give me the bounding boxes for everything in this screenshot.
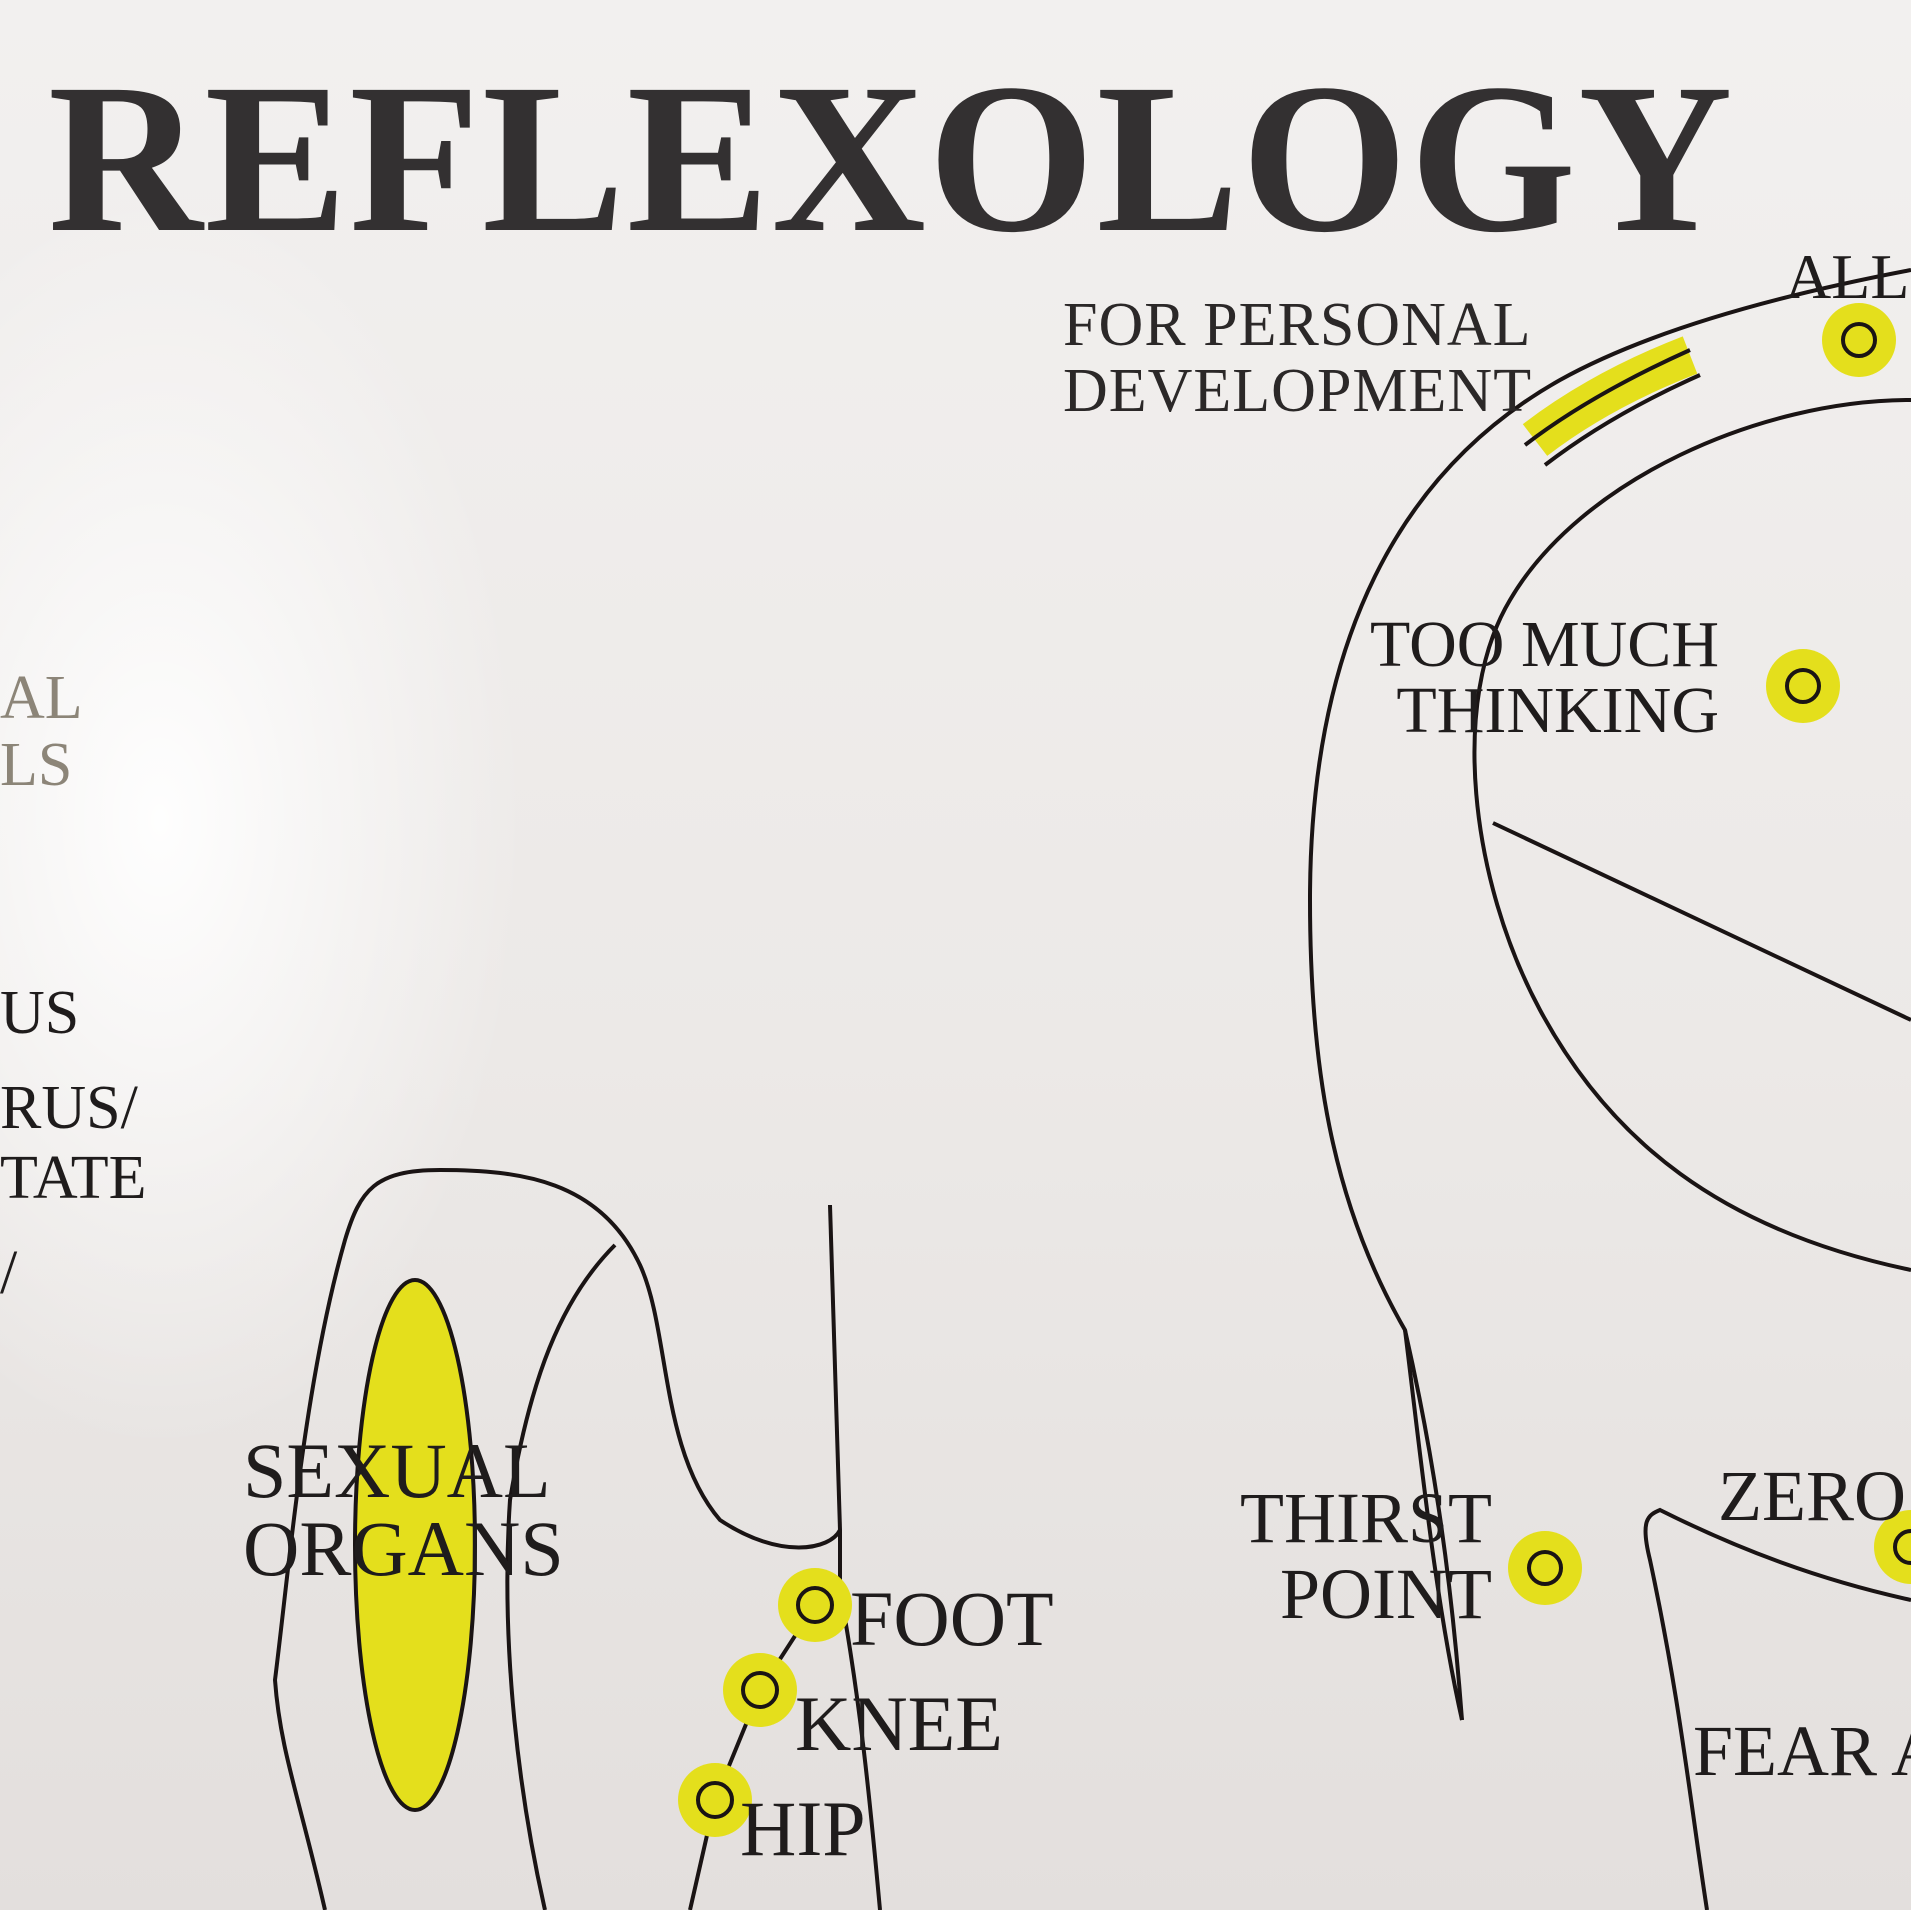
label-sexual-organs-line-1: SEXUAL <box>243 1427 551 1514</box>
subtitle-line-2: DEVELOPMENT <box>1063 357 1533 425</box>
label-thirst-point-line-2: POINT <box>1280 1554 1492 1634</box>
label-foot: FOOT <box>850 1575 1054 1662</box>
head-inner-outline <box>1472 398 1911 1272</box>
finger-vertical-line <box>828 1204 842 1531</box>
finger-outline <box>272 1167 882 1910</box>
inner-diagonal-line <box>1492 821 1911 1022</box>
lower-curve <box>1643 1507 1911 1910</box>
zero-point-marker <box>1874 1510 1911 1584</box>
finger-inner-line <box>505 1243 617 1910</box>
page-title: REFLEXOLOGY <box>48 40 1735 277</box>
leg-connector-lines <box>688 1603 817 1910</box>
subtitle: FOR PERSONAL DEVELOPMENT <box>1063 292 1532 424</box>
thirst-point-marker <box>1508 1531 1582 1605</box>
sexual-organs-ellipse <box>353 1278 477 1812</box>
left-fragment-5: TATE <box>0 1144 147 1212</box>
thirst-line <box>1403 1329 1464 1721</box>
label-thirst-point: THIRST POINT <box>1240 1480 1492 1632</box>
label-sexual-organs-line-2: ORGANS <box>243 1505 564 1592</box>
label-too-much-thinking-line-2: THINKING <box>1396 674 1719 747</box>
label-thirst-point-line-1: THIRST <box>1240 1478 1492 1558</box>
left-fragment-4: RUS/ <box>0 1074 138 1142</box>
left-fragment-6: / <box>0 1239 18 1307</box>
foot-point-marker <box>778 1568 852 1642</box>
label-fear: FEAR A <box>1693 1711 1911 1791</box>
all-point-marker <box>1822 303 1896 377</box>
left-fragment-3: US <box>0 979 80 1047</box>
head-outer-outline <box>1307 268 1911 1721</box>
subtitle-line-1: FOR PERSONAL <box>1063 291 1532 359</box>
left-fragment-2: LS <box>0 731 73 799</box>
too-much-thinking-point-marker <box>1766 649 1840 723</box>
hip-point-marker <box>678 1763 752 1837</box>
label-zero: ZERO <box>1718 1456 1906 1536</box>
left-fragment-1: AL <box>0 664 83 732</box>
development-line-a <box>1523 348 1691 447</box>
development-highlight-band <box>1522 336 1698 456</box>
label-too-much-thinking-line-1: TOO MUCH <box>1370 608 1719 681</box>
label-too-much-thinking: TOO MUCH THINKING <box>1370 612 1719 744</box>
development-line-b <box>1543 373 1701 467</box>
label-all: ALL <box>1785 241 1910 312</box>
label-sexual-organs: SEXUAL ORGANS <box>243 1432 564 1588</box>
knee-point-marker <box>723 1653 797 1727</box>
label-hip: HIP <box>740 1785 866 1872</box>
label-knee: KNEE <box>795 1680 1003 1767</box>
